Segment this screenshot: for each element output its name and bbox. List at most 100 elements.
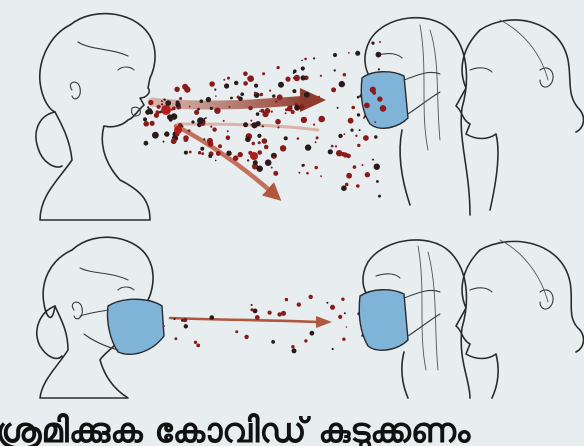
droplet xyxy=(257,166,263,172)
droplet xyxy=(269,90,271,92)
droplet xyxy=(228,106,230,108)
droplet xyxy=(183,135,189,141)
droplet xyxy=(356,184,360,188)
droplet xyxy=(275,119,281,125)
droplet xyxy=(256,121,261,126)
droplet xyxy=(226,151,231,156)
droplet xyxy=(254,92,257,95)
droplet xyxy=(156,110,159,113)
droplet xyxy=(378,68,380,70)
droplet xyxy=(251,304,253,306)
droplet xyxy=(183,318,187,322)
droplet xyxy=(208,141,214,147)
droplet xyxy=(280,145,286,151)
droplet xyxy=(301,164,304,167)
droplet xyxy=(344,133,346,135)
droplet xyxy=(348,52,350,54)
droplet xyxy=(148,100,153,105)
droplet xyxy=(335,145,337,147)
droplet xyxy=(281,311,286,316)
droplet xyxy=(260,93,264,97)
droplet xyxy=(227,77,230,80)
droplet xyxy=(200,147,204,151)
droplet xyxy=(181,125,183,127)
sneezing-person xyxy=(36,14,155,220)
profile-woman-top xyxy=(456,20,583,210)
droplet xyxy=(304,92,310,98)
droplet xyxy=(257,134,261,138)
droplet xyxy=(341,185,347,191)
droplet xyxy=(265,159,272,166)
masked-person-bottom xyxy=(37,237,164,398)
bottom-arrowhead xyxy=(316,316,332,328)
droplet xyxy=(252,142,255,145)
droplet xyxy=(275,100,277,102)
droplet xyxy=(318,96,320,98)
droplet xyxy=(346,326,348,328)
droplet xyxy=(254,84,258,88)
droplet xyxy=(272,156,275,159)
droplet xyxy=(163,141,165,143)
droplet xyxy=(336,150,342,156)
droplet xyxy=(226,135,231,140)
droplet xyxy=(234,81,238,85)
droplet xyxy=(203,138,205,140)
droplet xyxy=(144,141,149,146)
droplet xyxy=(333,53,337,57)
droplet xyxy=(342,338,345,341)
droplet xyxy=(227,130,229,132)
droplet xyxy=(379,41,381,43)
droplet xyxy=(245,137,251,143)
droplet xyxy=(362,164,364,166)
droplet xyxy=(175,102,180,107)
profile-woman-bottom xyxy=(456,240,583,398)
droplet xyxy=(292,348,297,353)
droplet xyxy=(201,152,204,155)
droplet xyxy=(223,120,225,122)
droplet xyxy=(214,89,216,91)
droplet xyxy=(364,103,370,109)
droplet xyxy=(306,172,309,175)
droplet xyxy=(212,127,216,131)
droplet xyxy=(204,118,206,120)
masked-woman-top xyxy=(360,18,470,215)
droplet xyxy=(171,138,177,144)
droplet xyxy=(313,57,315,59)
droplet xyxy=(377,96,382,101)
droplet xyxy=(143,121,149,127)
droplet xyxy=(277,94,283,100)
droplet xyxy=(247,77,249,79)
droplet xyxy=(194,341,197,344)
droplet xyxy=(316,136,319,139)
droplet xyxy=(346,173,352,179)
droplet xyxy=(277,66,280,69)
droplet xyxy=(161,103,163,105)
sneeze-arrow-icon xyxy=(152,100,308,105)
droplet xyxy=(189,106,191,108)
droplet xyxy=(343,152,348,157)
droplet xyxy=(235,330,238,333)
droplet xyxy=(284,136,288,140)
droplet xyxy=(353,165,357,169)
droplet xyxy=(194,110,199,115)
droplet xyxy=(230,97,233,100)
droplet xyxy=(357,144,360,147)
droplet xyxy=(331,145,334,148)
droplet xyxy=(179,97,182,100)
droplet xyxy=(208,154,212,158)
droplet xyxy=(370,87,376,93)
droplet xyxy=(344,312,346,314)
droplet xyxy=(301,75,306,80)
droplet xyxy=(248,106,252,110)
droplet xyxy=(174,87,179,92)
droplet xyxy=(304,58,307,61)
droplet xyxy=(304,339,307,342)
droplet xyxy=(338,134,342,138)
droplet xyxy=(293,72,295,74)
droplet xyxy=(378,195,381,198)
droplet xyxy=(365,172,370,177)
droplet xyxy=(191,120,194,123)
droplet xyxy=(315,166,318,169)
droplet xyxy=(264,145,269,150)
